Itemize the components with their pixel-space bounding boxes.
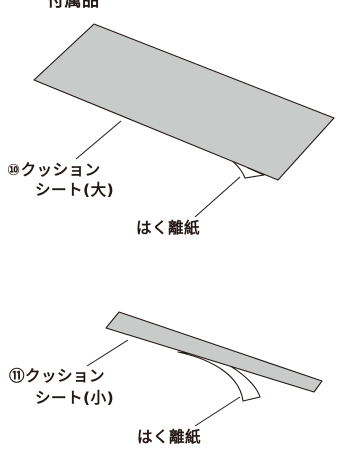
small-cushion-label-line1: ⑪クッション — [9, 367, 106, 385]
large-cushion-sheet-illustration — [33, 23, 335, 218]
large-peel-leader-line — [194, 176, 241, 218]
small-cushion-leader-line — [86, 339, 129, 367]
small-cushion-strip — [105, 311, 323, 393]
small-peel-paper-label: はく離紙 — [137, 428, 202, 446]
small-cushion-sheet-illustration — [86, 311, 323, 427]
small-peel-leader-line — [194, 396, 241, 427]
page-title: 付属品 — [47, 0, 100, 11]
small-cushion-label-line2: シート(小) — [35, 389, 115, 407]
large-cushion-label-line2: シート(大) — [35, 181, 115, 199]
large-cushion-leader-line — [75, 120, 122, 160]
large-cushion-sheet — [33, 23, 335, 181]
large-cushion-label-line1: ⑩クッション — [7, 161, 101, 179]
large-peel-paper-label: はく離紙 — [136, 219, 201, 237]
